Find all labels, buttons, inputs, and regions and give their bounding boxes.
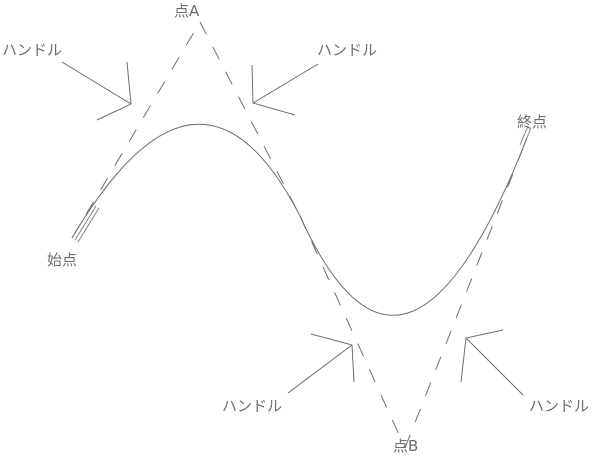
arrow-top-left-icon [61,61,132,121]
label-point-b: 点B [393,437,419,455]
handle-line-inflection-b [299,215,406,449]
arrow-bottom-right-icon [460,329,524,396]
label-start: 始点 [47,251,78,269]
label-point-a: 点A [174,2,200,20]
label-handle-bottom-left: ハンドル [222,397,283,415]
handle-arrows [61,61,524,396]
bezier-curve [71,123,528,316]
handle-lines [71,21,528,449]
end-end-mark [519,125,532,148]
label-end: 終点 [517,113,548,131]
handle-line-b-end [404,137,528,449]
handle-line-start-a [71,21,201,239]
label-handle-bottom-right: ハンドル [529,397,590,415]
start-end-mark [74,205,100,243]
arrow-bottom-left-icon [287,333,355,394]
label-handle-top-right: ハンドル [317,41,378,59]
handle-line-a-inflection [199,21,301,217]
arrow-top-right-icon [251,63,319,116]
label-handle-top-left: ハンドル [2,41,63,59]
